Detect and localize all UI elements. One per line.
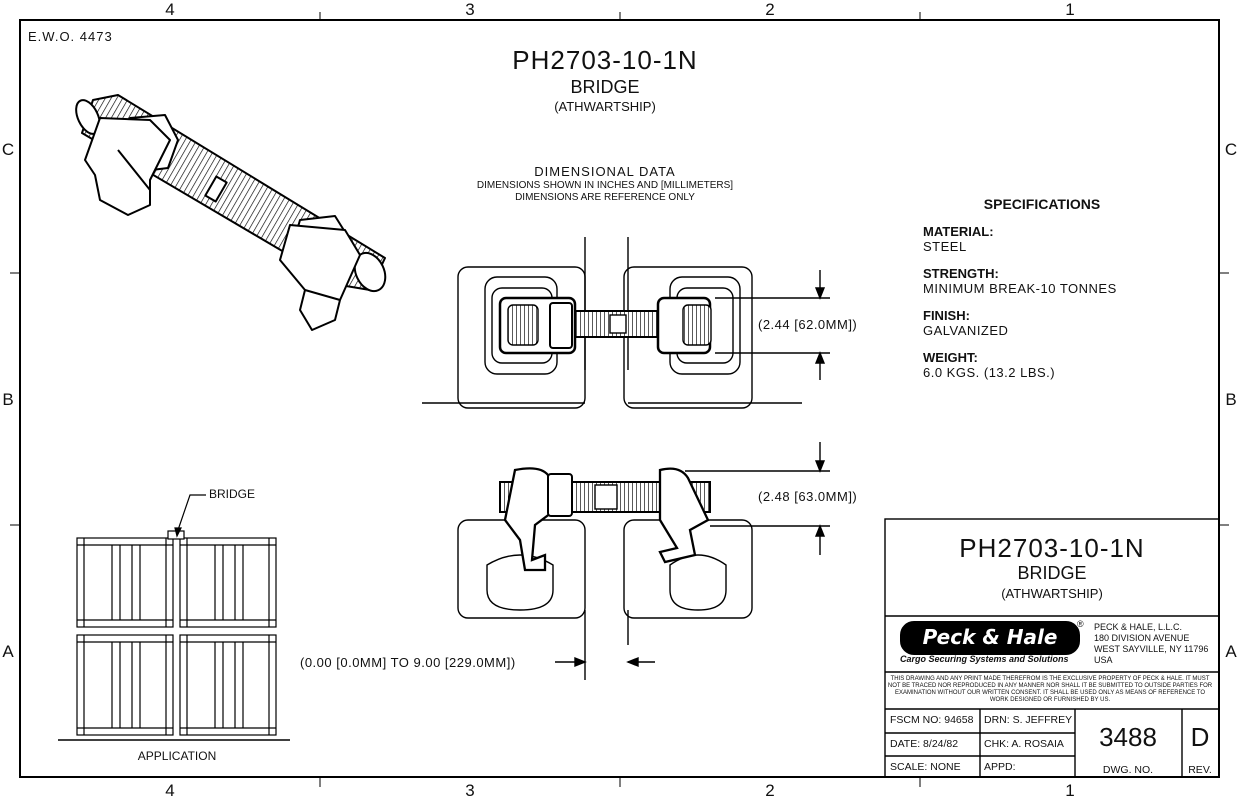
drawing-date: DATE: 8/24/82 (890, 738, 959, 750)
side-view (457, 442, 830, 680)
page-title: PH2703-10-1N (512, 45, 698, 75)
company-address-2: 180 DIVISION AVENUE (1094, 633, 1190, 643)
zone-ticks (10, 12, 1229, 787)
company-address-4: USA (1094, 655, 1113, 665)
dimension-height: (2.48 [63.0MM]) (758, 489, 858, 504)
spec-finish-value: GALVANIZED (923, 323, 1009, 338)
spec-weight-label: WEIGHT: (923, 350, 978, 365)
dimensional-note-1: DIMENSIONS SHOWN IN INCHES AND [MILLIMET… (476, 180, 734, 191)
left-zone-a: A (2, 642, 14, 661)
dimensional-note-2: DIMENSIONS ARE REFERENCE ONLY (515, 192, 695, 203)
company-logo: Peck & Hale (900, 621, 1080, 655)
dimension-width: (2.44 [62.0MM]) (758, 317, 858, 332)
spec-strength-label: STRENGTH: (923, 266, 999, 281)
ewo-number: E.W.O. 4473 (28, 29, 113, 44)
spec-material-label: MATERIAL: (923, 224, 994, 239)
spec-weight-value: 6.0 KGS. (13.2 LBS.) (923, 365, 1056, 380)
top-zone-3: 3 (465, 0, 475, 19)
title-block-part-number: PH2703-10-1N (959, 533, 1145, 563)
left-zone-c: C (1, 140, 15, 159)
checked-by: CHK: A. ROSAIA (984, 738, 1064, 750)
title-block-name: BRIDGE (1017, 563, 1087, 583)
fscm-number: FSCM NO: 94658 (890, 714, 974, 726)
drawing-number: 3488 (1099, 722, 1157, 752)
left-zone-b: B (2, 390, 14, 409)
page-subtitle: BRIDGE (570, 77, 640, 97)
company-address-3: WEST SAYVILLE, NY 11796 (1094, 644, 1209, 654)
top-zone-2: 2 (765, 0, 775, 19)
title-block-lines (884, 518, 1220, 778)
top-zone-4: 4 (165, 0, 175, 19)
revision-label: REV. (1188, 764, 1212, 776)
drawing-scale: SCALE: NONE (890, 761, 961, 773)
dimension-range: (0.00 [0.0MM] TO 9.00 [229.0MM]) (300, 655, 516, 670)
bottom-zone-2: 2 (765, 781, 775, 800)
spec-strength-value: MINIMUM BREAK-10 TONNES (923, 281, 1117, 296)
page-orientation: (ATHWARTSHIP) (554, 99, 656, 114)
application-view (58, 494, 290, 741)
dimensional-title: DIMENSIONAL DATA (534, 164, 676, 179)
company-tagline: Cargo Securing Systems and Solutions (900, 654, 1069, 664)
bottom-zone-4: 4 (165, 781, 175, 800)
isometric-bridge (75, 94, 387, 331)
registered-mark: ® (1077, 619, 1084, 629)
specifications-title: SPECIFICATIONS (983, 196, 1101, 212)
right-zone-b: B (1225, 390, 1237, 409)
top-zone-1: 1 (1065, 0, 1075, 19)
bottom-zone-3: 3 (465, 781, 475, 800)
right-zone-a: A (1225, 642, 1237, 661)
application-callout: BRIDGE (209, 487, 256, 501)
spec-finish-label: FINISH: (923, 308, 970, 323)
drawing-number-label: DWG. NO. (1102, 764, 1154, 776)
bottom-zone-1: 1 (1065, 781, 1075, 800)
revision-letter: D (1190, 722, 1210, 752)
right-zone-c: C (1224, 140, 1238, 159)
legal-notice: THIS DRAWING AND ANY PRINT MADE THEREFRO… (887, 676, 1213, 703)
approved-by: APPD: (984, 761, 1016, 773)
application-caption: APPLICATION (137, 749, 217, 763)
title-block-orientation: (ATHWARTSHIP) (1001, 586, 1103, 601)
drawn-by: DRN: S. JEFFREY (984, 714, 1073, 726)
spec-material-value: STEEL (923, 239, 967, 254)
top-view (422, 237, 830, 409)
company-address-1: PECK & HALE, L.L.C. (1094, 622, 1183, 632)
